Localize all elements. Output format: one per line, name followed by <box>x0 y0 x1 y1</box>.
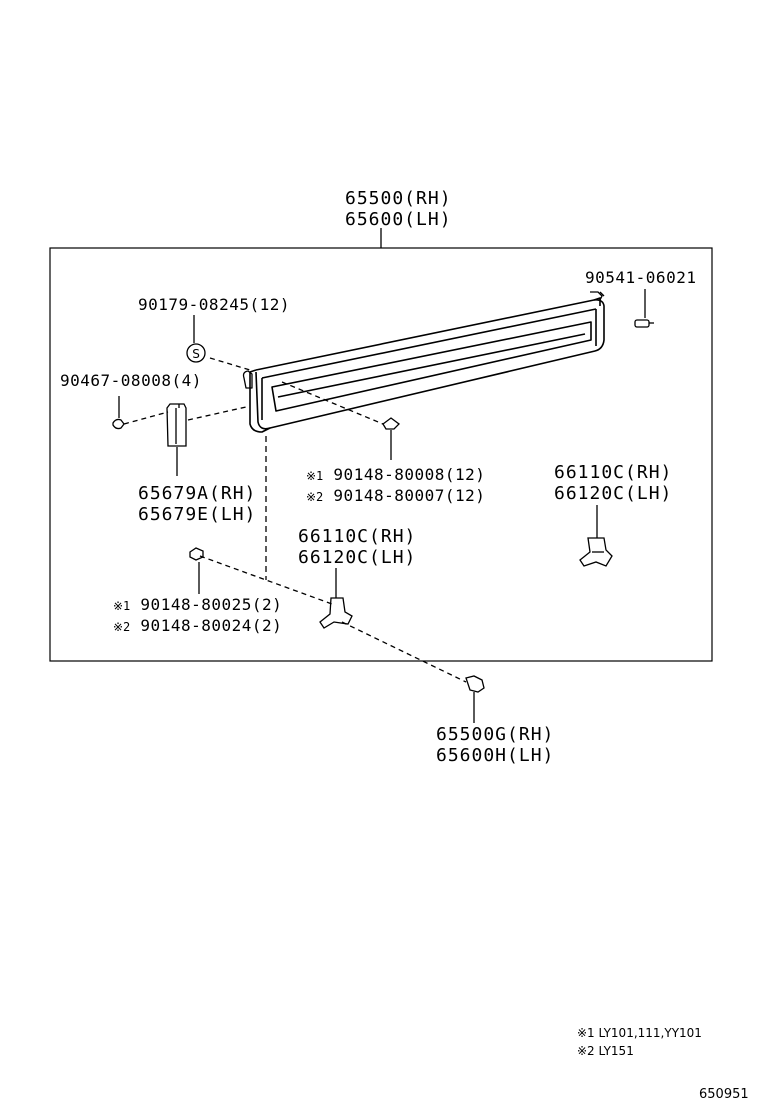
figure-number: 650951 <box>699 1087 749 1102</box>
upper-screw-part-1: 90148-80008(12) <box>333 465 486 484</box>
hinge-right <box>579 505 613 567</box>
bracket-rh: 65679A(RH) <box>138 483 257 504</box>
bolt-90541-label: 90541-06021 <box>585 268 697 287</box>
note-1: ※1 LY101,111,YY101 <box>577 1026 702 1040</box>
clip-label: 90467-08008(4) <box>60 371 202 390</box>
lower-screw-part-1: 90148-80025(2) <box>140 595 283 614</box>
main-assembly-lh: 65600(LH) <box>345 209 452 230</box>
model-notes: ※1 LY101,111,YY101 ※2 LY151 <box>577 1024 702 1060</box>
screw-upper <box>281 381 400 460</box>
hinge-left <box>199 555 467 683</box>
hinge-right-label: 66110C(RH) 66120C(LH) <box>554 462 672 504</box>
hinge-left-lh: 66120C(LH) <box>298 547 417 568</box>
screw-lower <box>189 547 204 594</box>
pin-65500g <box>465 675 485 723</box>
upper-screw-mark-1: ※1 <box>306 469 324 483</box>
lower-screw-label: ※1 90148-80025(2) ※2 90148-80024(2) <box>113 595 282 637</box>
main-assembly-label: 65500(RH) 65600(LH) <box>345 188 452 230</box>
hinge-right-lh: 66120C(LH) <box>554 483 673 504</box>
clip-90467 <box>112 396 169 430</box>
hinge-right-rh: 66110C(RH) <box>554 462 673 483</box>
hinge-left-rh: 66110C(RH) <box>298 526 417 547</box>
lower-screw-part-2: 90148-80024(2) <box>140 616 283 635</box>
note-2: ※2 LY151 <box>577 1044 634 1058</box>
stud-label: 90179-08245(12) <box>138 295 290 314</box>
pin-rh: 65500G(RH) <box>436 724 555 745</box>
upper-screw-mark-2: ※2 <box>306 490 324 504</box>
tailgate-body <box>242 297 605 433</box>
hinge-left-label: 66110C(RH) 66120C(LH) <box>298 526 416 568</box>
stud-90179 <box>186 315 251 371</box>
lower-screw-mark-2: ※2 <box>113 620 131 634</box>
pin-lh: 65600H(LH) <box>436 745 555 766</box>
lower-screw-mark-1: ※1 <box>113 599 131 613</box>
upper-screw-label: ※1 90148-80008(12) ※2 90148-80007(12) <box>306 465 485 507</box>
stud-symbol: S <box>192 347 200 361</box>
bracket-label: 65679A(RH) 65679E(LH) <box>138 483 256 525</box>
bolt-90541 <box>590 289 654 328</box>
bracket-lh: 65679E(LH) <box>138 504 257 525</box>
main-assembly-rh: 65500(RH) <box>345 188 452 209</box>
bracket-65679 <box>166 403 247 476</box>
pin-label: 65500G(RH) 65600H(LH) <box>436 724 554 766</box>
upper-screw-part-2: 90148-80007(12) <box>333 486 486 505</box>
